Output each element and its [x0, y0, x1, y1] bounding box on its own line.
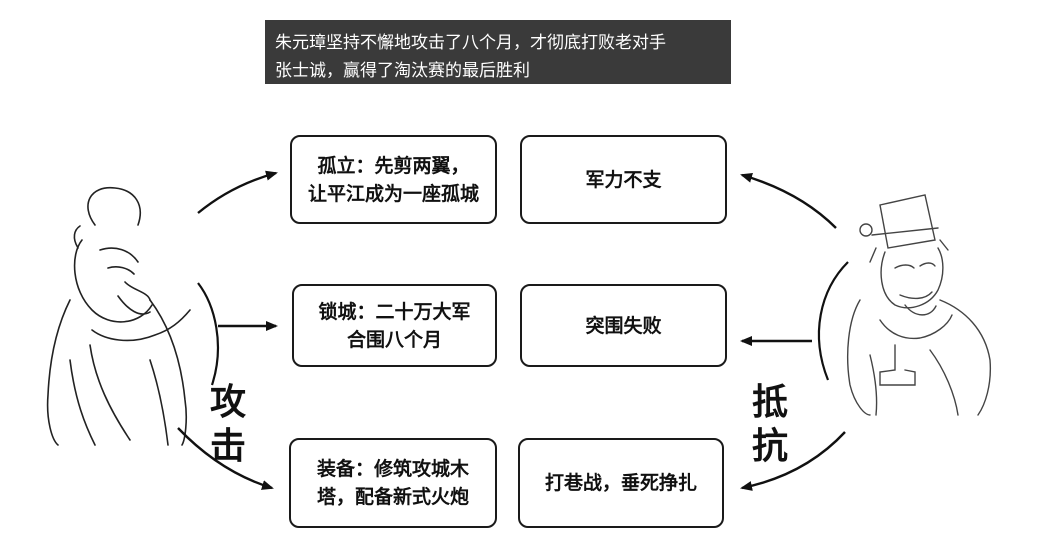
- zhang-shicheng-figure-icon: [846, 194, 992, 416]
- caption-banner: 朱元璋坚持不懈地攻击了八个月，才彻底打败老对手 张士诚，赢得了淘汰赛的最后胜利: [265, 20, 731, 84]
- attack-label-char-1: 攻: [209, 381, 246, 423]
- breakout-failed-text: 突围失败: [585, 314, 662, 337]
- equipment-text: 装备：修筑攻城木 塔，配备新式火炮: [316, 458, 469, 508]
- weak-army-text: 军力不支: [585, 168, 662, 191]
- resist-label-char-1: 抵: [751, 381, 788, 423]
- street-fight-text: 打巷战，垂死挣扎: [544, 472, 697, 494]
- street-fight-box: 打巷战，垂死挣扎: [518, 438, 724, 528]
- zhu-yuanzhang-figure-icon: [46, 187, 191, 446]
- isolate-box: 孤立：先剪两翼， 让平江成为一座孤城: [290, 135, 497, 224]
- caption-line-1: 朱元璋坚持不懈地攻击了八个月，才彻底打败老对手: [275, 33, 666, 53]
- arrow-to-street-fight: [740, 431, 846, 491]
- resist-label: 抵 抗: [750, 380, 790, 468]
- breakout-failed-box: 突围失败: [520, 284, 727, 367]
- attack-label-char-2: 击: [209, 425, 246, 467]
- arrow-to-isolate: [197, 170, 278, 214]
- siege-text: 锁城：二十万大军 合围八个月: [318, 300, 471, 351]
- weak-army-box: 军力不支: [520, 135, 727, 224]
- right-bracket-arc: [817, 261, 849, 381]
- isolate-text: 孤立：先剪两翼， 让平江成为一座孤城: [307, 154, 479, 205]
- siege-box: 锁城：二十万大军 合围八个月: [292, 284, 497, 367]
- attack-label: 攻 击: [208, 380, 248, 468]
- resist-label-char-2: 抗: [751, 425, 788, 467]
- equipment-box: 装备：修筑攻城木 塔，配备新式火炮: [289, 438, 497, 528]
- left-bracket-arc: [197, 282, 219, 386]
- arrow-to-equipment: [177, 427, 274, 490]
- arrow-to-weak-army: [740, 173, 837, 229]
- caption-line-2: 张士诚，赢得了淘汰赛的最后胜利: [275, 61, 530, 81]
